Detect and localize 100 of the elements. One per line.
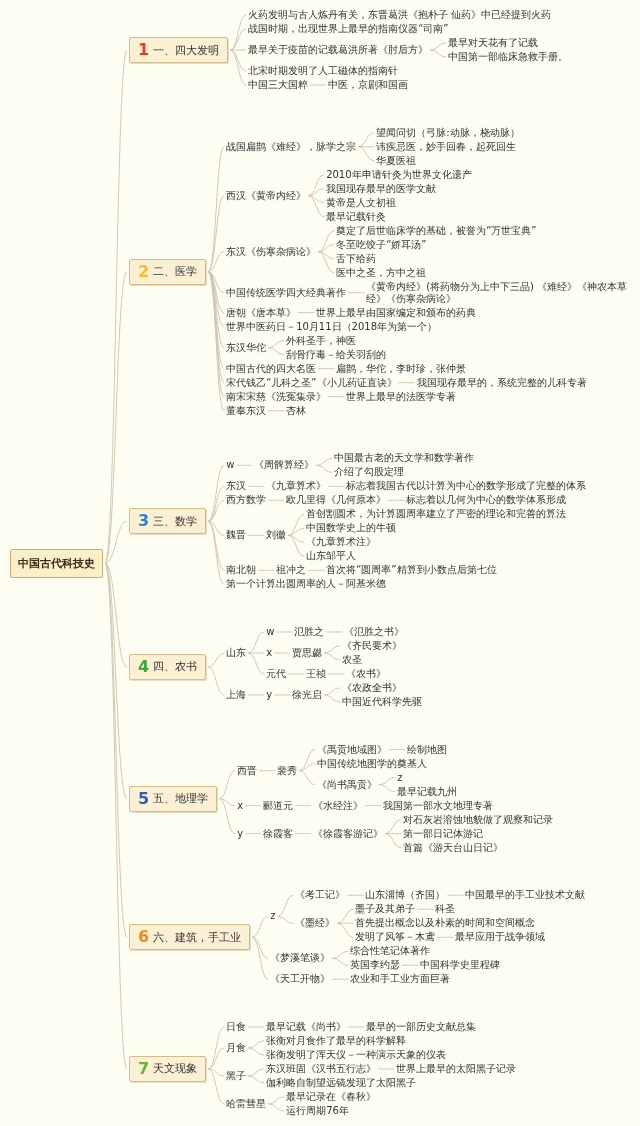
connector-line xyxy=(331,950,349,959)
connector-line xyxy=(267,499,285,501)
topic-text: 上海 xyxy=(226,687,247,702)
topic-text: 中国最古老的天文学和数学著作 xyxy=(334,451,475,466)
topic-text: 西方数学 xyxy=(226,493,267,508)
topic-text: 世界上最早的法医学专著 xyxy=(346,389,457,404)
connector-line xyxy=(207,1026,225,1070)
topic-text: 徐霞客 xyxy=(263,826,294,841)
topic-text: 我国现存最早的医学文献 xyxy=(326,181,437,196)
branch-number: 6 xyxy=(138,928,150,947)
connector-line xyxy=(294,805,312,807)
topic-text: 月食 xyxy=(226,1040,247,1055)
branch-box xyxy=(129,924,251,951)
connector-line xyxy=(327,673,345,675)
connector-line xyxy=(229,14,247,51)
connector-line xyxy=(229,49,247,86)
topic-text: 杏林 xyxy=(286,403,307,418)
connector-line xyxy=(251,915,269,938)
topic-text: 《徐霞客游记》 xyxy=(313,826,384,841)
connector-line xyxy=(429,49,447,58)
branch-box xyxy=(129,508,207,535)
connector-line xyxy=(377,1068,395,1070)
topic-text: 唐朝《唐本草》 xyxy=(226,305,297,320)
connector-line xyxy=(347,1026,365,1028)
topic-text: 东汉华佗 xyxy=(226,340,267,355)
topic-text: 世界上最早由国家编定和颁布的药典 xyxy=(316,305,477,320)
connector-line xyxy=(247,652,265,654)
topic-text: 东汉班固《汉书五行志》 xyxy=(266,1061,377,1076)
topic-text: 世界中医药日－10月11日（2018年为第一个） xyxy=(226,319,438,334)
central-topic-box: 中国古代科技史 xyxy=(10,548,103,578)
topic-text: 中国三大国粹 xyxy=(248,78,309,92)
connector-line xyxy=(323,694,341,703)
connector-line xyxy=(307,569,325,571)
connector-line xyxy=(207,520,225,536)
topic-text: 世界上最早的太阳黑子记录 xyxy=(396,1061,517,1076)
connector-line xyxy=(331,978,349,980)
topic-text: 刘徽 xyxy=(266,528,287,543)
topic-text: 最早记载《尚书》 xyxy=(266,1019,347,1034)
connector-line xyxy=(317,244,335,253)
connector-line xyxy=(384,833,402,849)
connector-line xyxy=(207,1047,225,1070)
topic-text: 《水经注》 xyxy=(313,798,364,813)
topic-text: 火药发明与古人炼丹有关，东晋葛洪《抱朴子 仙药》中已经提到火药 xyxy=(248,8,552,22)
topic-text: 奠定了后世临床学的基础，被誉为“万世宝典” xyxy=(336,223,537,238)
topic-text: 2010年申请针灸为世界文化遗产 xyxy=(326,167,472,182)
connector-line xyxy=(287,513,305,536)
branch-number: 1 xyxy=(138,41,150,59)
branch-title: 二、医学 xyxy=(153,264,198,280)
topic-text: 山东淄博（齐国） xyxy=(365,888,446,903)
topic-text: 《梦溪笔谈》 xyxy=(270,951,331,966)
topic-text: 董奉东汉 xyxy=(226,403,267,418)
connector-line xyxy=(287,527,305,536)
topic-text: 最早对天花有了记载 xyxy=(448,36,539,50)
topic-text: 运行周期76年 xyxy=(286,1103,349,1118)
topic-text: 中国第一部临床急救手册。 xyxy=(448,50,569,64)
connector-line xyxy=(251,936,269,980)
connector-line xyxy=(317,368,335,370)
topic-text: 望闻问切（弓脉:动脉，桡动脉） xyxy=(376,125,520,140)
topic-text: w xyxy=(226,458,235,473)
branch-number: 5 xyxy=(138,789,150,808)
connector-line xyxy=(275,631,293,633)
topic-text: 日食 xyxy=(226,1019,247,1034)
connector-line xyxy=(247,631,265,654)
connector-line xyxy=(104,562,128,800)
topic-text: x xyxy=(266,645,273,660)
branch-box xyxy=(129,37,229,63)
connector-line xyxy=(297,312,315,314)
connector-line xyxy=(267,1096,285,1105)
connector-line xyxy=(436,936,454,938)
topic-text: 扁鹊，华佗，李时珍，张仲景 xyxy=(336,361,467,376)
topic-text: 张衡对月食作了最早的科学解释 xyxy=(266,1033,407,1048)
topic-text: 元代 xyxy=(266,666,287,681)
topic-text: 魏晋 xyxy=(226,528,247,543)
topic-text: 科圣 xyxy=(435,902,456,917)
topic-text: 中国数学史上的牛顿 xyxy=(306,521,397,536)
connector-line xyxy=(384,819,402,835)
topic-text: 农圣 xyxy=(342,652,363,667)
connector-line xyxy=(327,396,345,398)
topic-text: 贾思勰 xyxy=(292,645,323,660)
topic-text: 东汉 xyxy=(226,479,247,494)
topic-text: 医中之圣，方中之祖 xyxy=(336,265,427,280)
topic-text: 最早记录在《春秋》 xyxy=(286,1089,377,1104)
connector-line xyxy=(244,833,262,835)
connector-line xyxy=(207,499,225,522)
topic-text: 最早记载针灸 xyxy=(326,209,387,224)
connector-line xyxy=(247,1026,265,1028)
connector-line xyxy=(287,534,305,557)
connector-line xyxy=(251,936,269,959)
connector-line xyxy=(357,146,375,162)
connector-line xyxy=(247,652,265,675)
connector-line xyxy=(327,485,345,487)
connector-line xyxy=(207,251,225,273)
connector-line xyxy=(357,132,375,148)
topic-text: 农业和手工业方面巨著 xyxy=(350,972,451,987)
connector-line xyxy=(336,922,354,938)
topic-text: 《墨经》 xyxy=(295,916,336,931)
topic-text: 首次将“圆周率”精算到小数点后第七位 xyxy=(326,563,497,578)
topic-text: 《天工开物》 xyxy=(270,972,331,987)
connector-line xyxy=(247,1075,265,1084)
connector-line xyxy=(273,694,291,696)
